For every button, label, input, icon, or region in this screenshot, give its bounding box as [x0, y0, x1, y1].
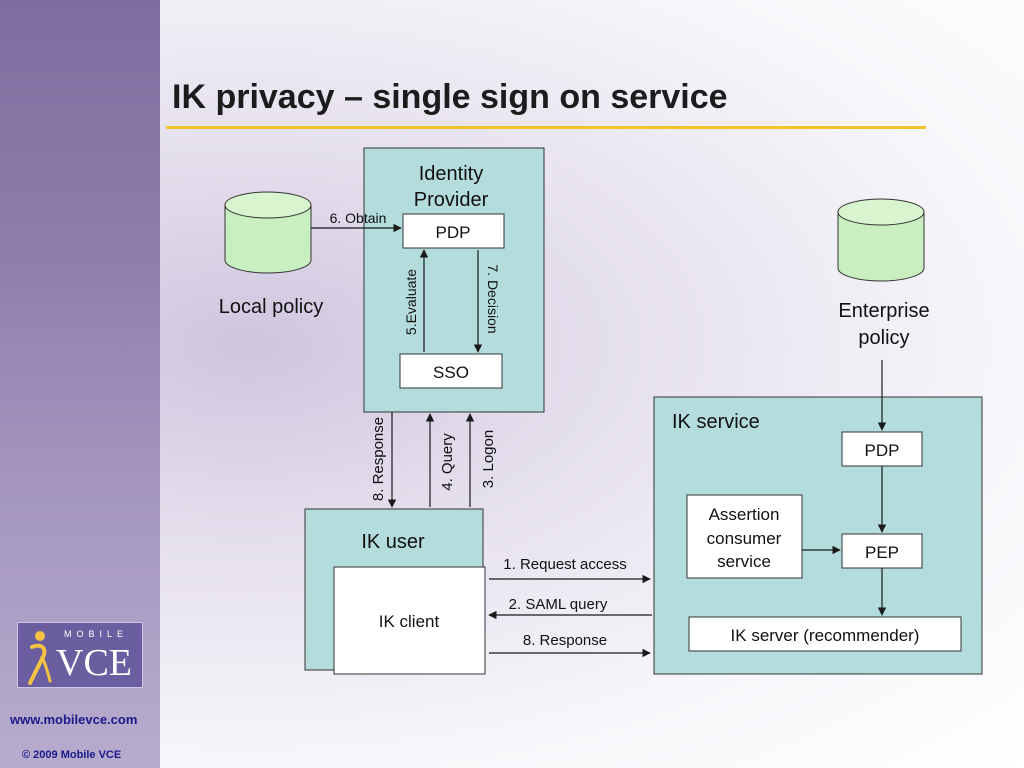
edge-query-label: 4. Query	[439, 433, 456, 491]
logo-top-text: MOBILE	[64, 629, 129, 639]
identity-provider-label-line1: Identity	[419, 163, 483, 185]
local-policy-database-icon	[224, 191, 312, 274]
idp-pdp-label: PDP	[436, 223, 471, 242]
edge-response-horizontal-label: 8. Response	[523, 632, 607, 649]
idp-pdp-box	[402, 213, 505, 249]
assertion-label-line1: Assertion	[709, 505, 780, 524]
service-pep-box	[841, 533, 923, 569]
idp-sso-label: SSO	[433, 363, 469, 382]
assertion-label-line3: service	[717, 552, 771, 571]
assertion-label-line2: consumer	[707, 529, 782, 548]
service-pdp-box	[841, 431, 923, 467]
edge-obtain-label: 6. Obtain	[330, 210, 387, 226]
idp-sso-box	[399, 353, 503, 389]
slide-title: IK privacy – single sign on service	[172, 78, 728, 116]
ik-server-label: IK server (recommender)	[731, 626, 920, 645]
copyright-text: © 2009 Mobile VCE	[22, 749, 122, 761]
ik-client-label: IK client	[379, 612, 440, 631]
title-underline	[166, 126, 926, 129]
service-pdp-label: PDP	[865, 441, 900, 460]
edge-logon-label: 3. Logon	[480, 430, 497, 488]
ik-server-box	[688, 616, 962, 652]
ik-client-box	[333, 566, 486, 675]
mobile-vce-logo: MOBILE VCE	[17, 622, 143, 688]
ik-user-label: IK user	[361, 531, 425, 553]
edge-decision-label: 7. Decision	[485, 264, 501, 333]
logo-main-text: VCE	[56, 642, 132, 684]
service-pep-label: PEP	[865, 543, 899, 562]
assertion-consumer-service-box	[686, 494, 803, 579]
local-policy-label: Local policy	[219, 296, 324, 318]
enterprise-policy-label-line1: Enterprise	[838, 300, 929, 322]
ik-service-label: IK service	[672, 411, 760, 433]
edge-evaluate-label: 5.Evaluate	[403, 269, 419, 335]
website-link[interactable]: www.mobilevce.com	[10, 712, 138, 727]
edge-response-vertical-label: 8. Response	[370, 417, 387, 501]
edge-saml-query-label: 2. SAML query	[509, 596, 608, 613]
edge-request-access-label: 1. Request access	[503, 556, 626, 573]
figure-logo-icon	[28, 631, 52, 685]
enterprise-policy-database-icon	[837, 198, 925, 282]
identity-provider-label-line2: Provider	[414, 189, 489, 211]
enterprise-policy-label-line2: policy	[858, 327, 909, 349]
